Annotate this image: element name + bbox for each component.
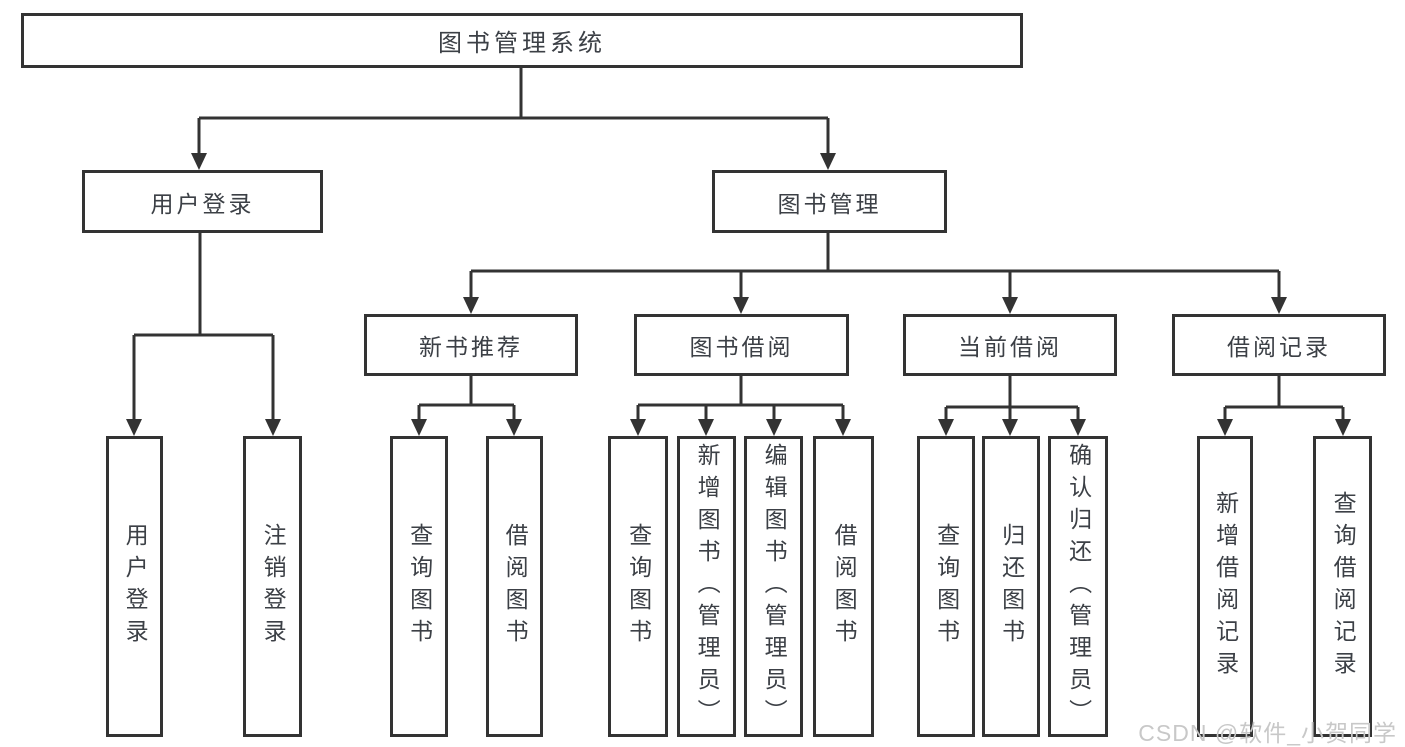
node-current-borrow-label: 当前借阅 — [958, 334, 1062, 360]
node-book-borrow: 图书借阅 — [634, 314, 849, 376]
leaf-current-query-label: 查询图书 — [933, 522, 960, 651]
leaf-user-login: 用户登录 — [106, 436, 163, 737]
node-new-book-recommend-label: 新书推荐 — [419, 334, 523, 360]
leaf-current-confirm-return-label: 确认归还（管理员） — [1065, 442, 1092, 731]
leaf-newbooks-borrow: 借阅图书 — [486, 436, 543, 737]
leaf-borrow-edit-book: 编辑图书（管理员） — [744, 436, 803, 737]
node-user-login-label: 用户登录 — [150, 190, 255, 217]
leaf-newbooks-query-label: 查询图书 — [406, 522, 433, 651]
node-new-book-recommend: 新书推荐 — [364, 314, 578, 376]
leaf-logout: 注销登录 — [243, 436, 302, 737]
node-borrow-records: 借阅记录 — [1172, 314, 1386, 376]
leaf-borrow-add-book: 新增图书（管理员） — [677, 436, 736, 737]
leaf-current-confirm-return: 确认归还（管理员） — [1048, 436, 1108, 737]
csdn-watermark: CSDN @软件_小贺同学 — [1138, 720, 1397, 746]
leaf-borrow-book-label: 借阅图书 — [831, 522, 858, 651]
node-book-management: 图书管理 — [712, 170, 947, 233]
node-user-login: 用户登录 — [82, 170, 323, 233]
leaf-borrow-query-label: 查询图书 — [625, 522, 652, 651]
leaf-logout-label: 注销登录 — [260, 522, 287, 651]
leaf-newbooks-query: 查询图书 — [390, 436, 448, 737]
node-current-borrow: 当前借阅 — [903, 314, 1117, 376]
leaf-borrow-query: 查询图书 — [608, 436, 668, 737]
leaf-current-return: 归还图书 — [982, 436, 1040, 737]
arrowheads — [126, 153, 1351, 436]
leaf-borrow-book: 借阅图书 — [813, 436, 874, 737]
leaf-borrow-add-book-label: 新增图书（管理员） — [694, 442, 721, 731]
leaf-current-query: 查询图书 — [917, 436, 975, 737]
leaf-records-query: 查询借阅记录 — [1313, 436, 1372, 737]
node-root-label: 图书管理系统 — [438, 30, 606, 57]
leaf-newbooks-borrow-label: 借阅图书 — [502, 522, 529, 651]
node-book-management-label: 图书管理 — [777, 190, 882, 217]
leaf-borrow-edit-book-label: 编辑图书（管理员） — [761, 442, 788, 731]
node-root: 图书管理系统 — [21, 13, 1023, 68]
leaf-current-return-label: 归还图书 — [998, 522, 1025, 651]
leaf-user-login-label: 用户登录 — [122, 522, 149, 651]
node-borrow-records-label: 借阅记录 — [1227, 334, 1331, 360]
leaf-records-add-label: 新增借阅记录 — [1212, 490, 1239, 683]
leaf-records-query-label: 查询借阅记录 — [1330, 490, 1357, 683]
leaf-records-add: 新增借阅记录 — [1197, 436, 1253, 737]
node-book-borrow-label: 图书借阅 — [689, 334, 794, 360]
